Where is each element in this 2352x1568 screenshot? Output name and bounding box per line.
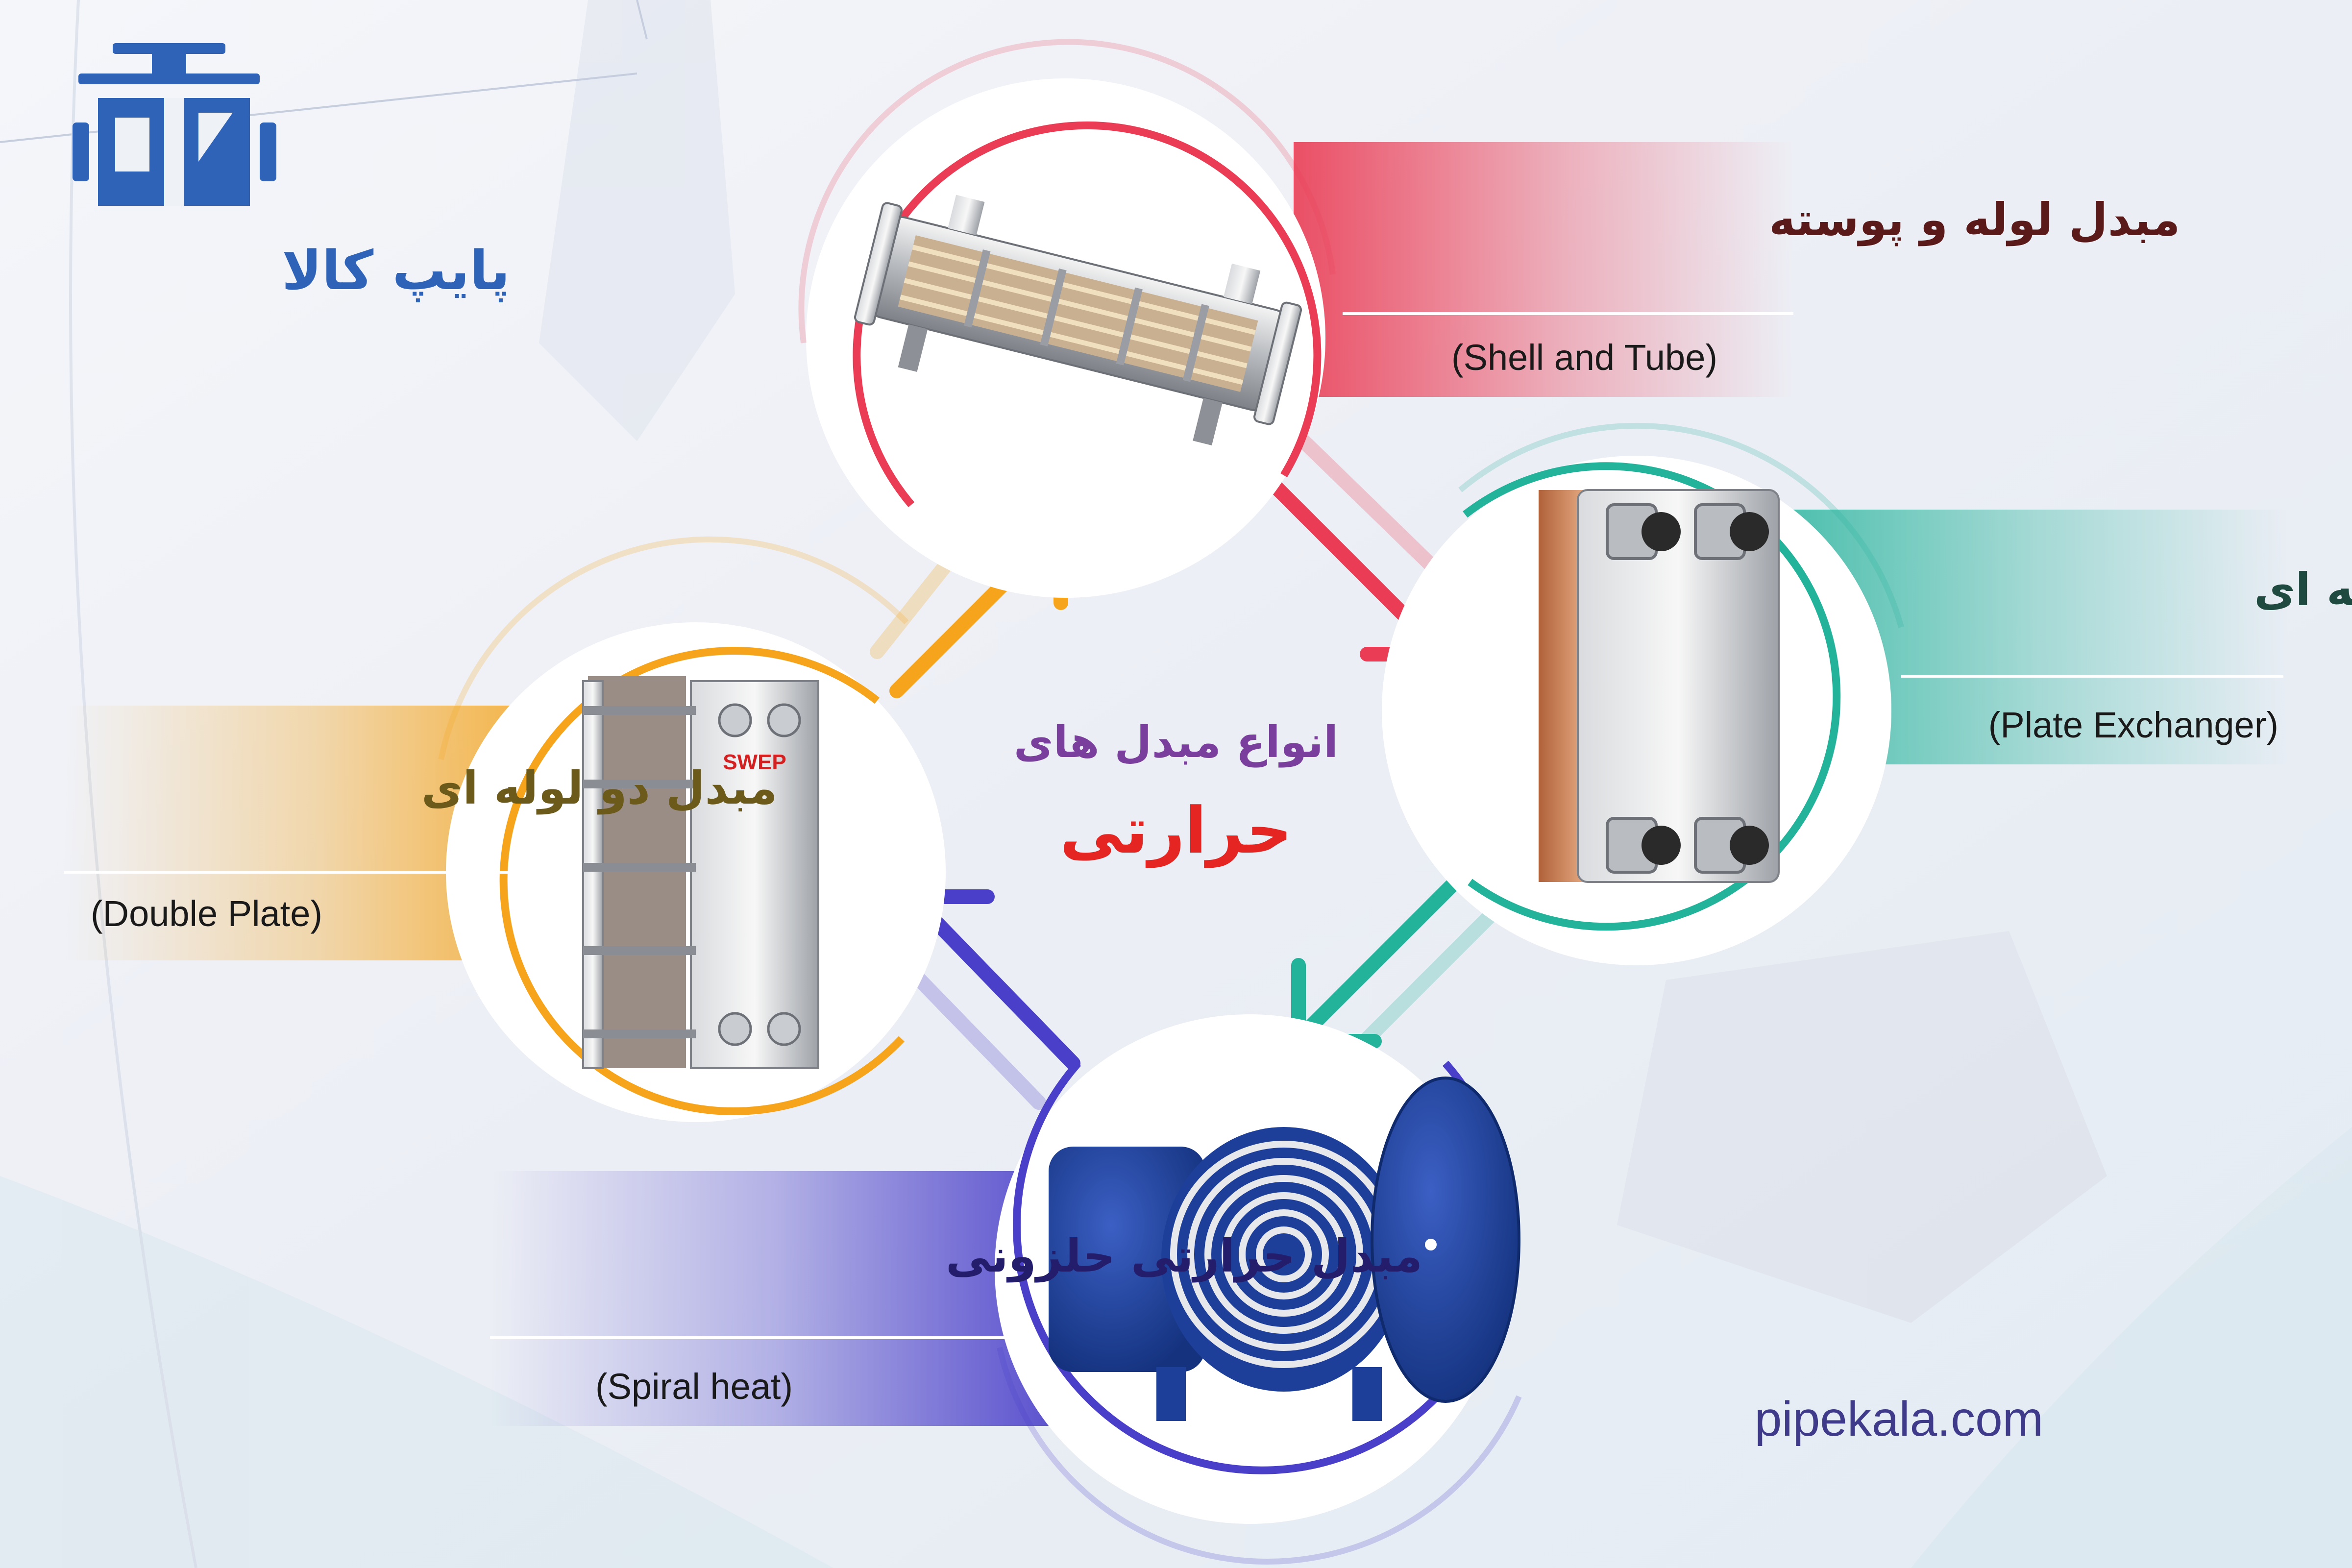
svg-text:SWEP: SWEP	[723, 750, 786, 774]
double-plate-ring	[499, 647, 905, 1115]
website-url: pipekala.com	[1755, 1392, 2043, 1446]
logo-text: پایپ کالا	[282, 239, 510, 302]
exchanger-double-plate: SWEP مبدل دو لوله ای (Double Plate)	[64, 536, 946, 1122]
shell-and-tube-exchanger-icon	[854, 195, 1302, 446]
shell-tube-band	[1294, 142, 1793, 397]
double-plate-exchanger-icon: SWEP	[582, 676, 819, 1069]
shell-tube-subtitle: (Shell and Tube)	[1451, 337, 1717, 378]
center-title-line1: انواع مبدل های	[1014, 717, 1338, 768]
plate-ring	[1463, 462, 1841, 931]
spiral-band	[490, 1171, 1058, 1426]
double-plate-subtitle: (Double Plate)	[91, 893, 322, 934]
exchanger-plate: مبدل صفحه ای (Plate Exchanger)	[1382, 422, 2352, 965]
center-title-line2: حرارتی	[1060, 793, 1292, 868]
plate-subtitle: (Plate Exchanger)	[1988, 705, 2278, 745]
double-plate-title: مبدل دو لوله ای	[421, 762, 777, 815]
shell-tube-title: مبدل لوله و پوسته	[1769, 194, 2180, 246]
shell-tube-ring	[853, 121, 1322, 508]
exchanger-spiral: مبدل حرارتی حلزونی (Spiral heat)	[490, 1014, 1522, 1565]
spiral-title: مبدل حرارتی حلزونی	[946, 1230, 1422, 1283]
pipekala-logo	[73, 43, 276, 206]
exchanger-shell-tube: مبدل لوله و پوسته (Shell and Tube)	[798, 39, 2180, 598]
spiral-exchanger-icon	[1049, 1077, 1520, 1421]
spiral-subtitle: (Spiral heat)	[595, 1366, 793, 1407]
plate-title: مبدل صفحه ای	[2254, 564, 2352, 616]
plate-exchanger-icon	[1539, 489, 1780, 883]
